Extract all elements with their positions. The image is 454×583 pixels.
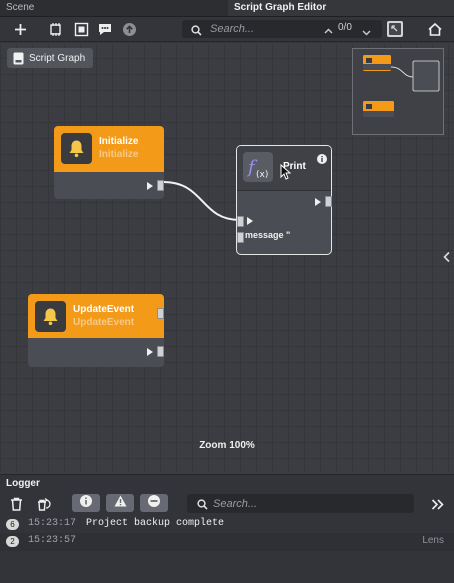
title-bar: Scene Script Graph Editor — [0, 0, 454, 17]
node-title: Initialize — [99, 136, 139, 147]
warning-icon — [114, 494, 127, 512]
bell-icon — [35, 301, 66, 332]
log-entry[interactable]: 6 15:23:17 Project backup complete — [0, 516, 454, 534]
update-event-node[interactable]: UpdateEvent UpdateEvent — [28, 294, 164, 367]
output-flow-port[interactable] — [315, 198, 321, 206]
output-port[interactable] — [157, 180, 164, 191]
svg-text:(x): (x) — [256, 170, 268, 180]
node-header: UpdateEvent UpdateEvent — [28, 294, 164, 338]
info-filter-button[interactable] — [72, 494, 100, 512]
input-port[interactable] — [237, 216, 244, 227]
log-count-badge: 2 — [6, 536, 19, 547]
breadcrumb[interactable]: Script Graph — [7, 48, 94, 68]
function-icon: f(x) — [243, 152, 273, 182]
graph-search-bar[interactable]: 0/0 — [182, 20, 382, 38]
fullscreen-icon[interactable] — [385, 19, 405, 39]
initialize-node[interactable]: Initialize Initialize — [54, 126, 164, 199]
logger-panel: Logger — [0, 474, 454, 583]
graph-toolbar: 0/0 — [0, 17, 454, 42]
script-graph-icon — [13, 52, 24, 65]
message-input-label: message " — [245, 230, 291, 240]
log-source: Lens — [422, 535, 444, 546]
node-header: Initialize Initialize — [54, 126, 164, 172]
error-filter-button[interactable] — [140, 494, 168, 512]
node-title: Print — [283, 161, 306, 172]
chevron-down-icon[interactable] — [362, 24, 371, 42]
message-input-port[interactable] — [237, 232, 244, 243]
error-icon — [148, 494, 160, 512]
log-timestamp: 15:23:57 — [28, 535, 77, 546]
log-timestamp: 15:23:17 — [28, 518, 77, 529]
node-title: UpdateEvent — [73, 304, 135, 315]
info-icon — [80, 494, 92, 512]
tab-scene[interactable]: Scene — [6, 2, 35, 13]
logger-toolbar — [0, 492, 454, 516]
node-body — [28, 338, 164, 367]
output-port[interactable] — [157, 346, 164, 357]
chevron-up-icon[interactable] — [324, 23, 333, 41]
logger-search-bar[interactable] — [187, 494, 414, 513]
home-icon[interactable] — [425, 19, 445, 39]
clear-on-play-icon[interactable] — [34, 494, 54, 514]
node-subtitle: Initialize — [99, 149, 139, 160]
search-icon — [191, 23, 202, 41]
search-result-count: 0/0 — [338, 22, 352, 33]
comment-icon[interactable] — [95, 19, 115, 39]
output-flow-port[interactable] — [147, 182, 153, 190]
print-node[interactable]: f(x) Print message " — [236, 145, 332, 255]
log-message: Project backup complete — [86, 518, 225, 529]
info-icon[interactable] — [317, 151, 327, 169]
log-entry[interactable]: 2 15:23:57 Lens — [0, 533, 454, 551]
chevron-left-icon[interactable] — [442, 250, 452, 263]
breadcrumb-label: Script Graph — [29, 52, 86, 64]
graph-search-input[interactable] — [210, 21, 310, 37]
input-flow-port[interactable] — [247, 217, 253, 225]
graph-canvas[interactable]: Script Graph Initialize Initialize f(x) … — [0, 42, 454, 472]
node-body — [54, 172, 164, 199]
log-count-badge: 6 — [6, 519, 19, 530]
search-icon — [197, 497, 208, 515]
node-subtitle: UpdateEvent — [73, 317, 135, 328]
trash-icon[interactable] — [6, 494, 26, 514]
tab-script-graph-editor[interactable]: Script Graph Editor — [228, 0, 454, 16]
mouse-cursor-icon — [280, 163, 292, 185]
logger-title: Logger — [6, 478, 40, 489]
snap-icon[interactable] — [45, 19, 65, 39]
connection-wire — [162, 181, 241, 221]
minimap[interactable] — [352, 48, 444, 135]
output-flow-port[interactable] — [147, 348, 153, 356]
zoom-level: Zoom 100% — [199, 440, 255, 451]
double-chevron-right-icon[interactable] — [427, 494, 447, 514]
warning-filter-button[interactable] — [106, 494, 134, 512]
upload-icon[interactable] — [119, 19, 139, 39]
logger-search-input[interactable] — [213, 496, 393, 511]
add-icon[interactable] — [10, 19, 30, 39]
bell-icon — [61, 133, 92, 164]
output-port[interactable] — [325, 196, 332, 207]
frame-icon[interactable] — [71, 19, 91, 39]
header-port[interactable] — [157, 308, 164, 319]
